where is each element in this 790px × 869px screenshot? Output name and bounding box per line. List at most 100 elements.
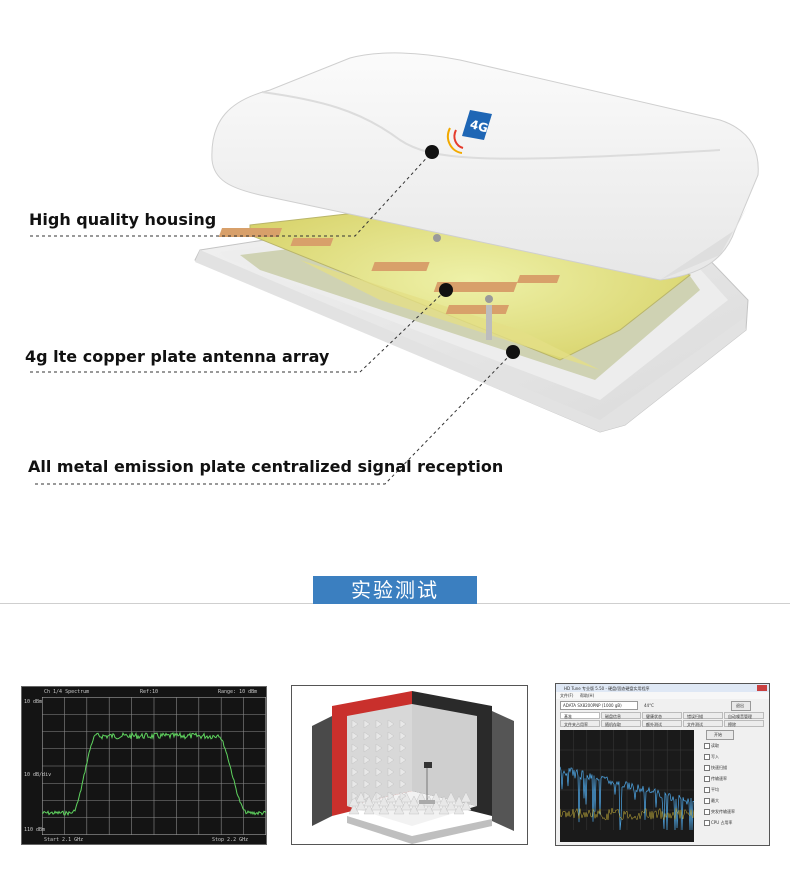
tab-label: 健康状态: [646, 714, 662, 719]
option-label: 突发传输速率: [711, 809, 735, 814]
top-cover: 4G: [211, 52, 759, 281]
menu-file[interactable]: 文件(F): [560, 693, 574, 698]
absorber-cone: [375, 755, 383, 765]
absorber-cone: [387, 743, 395, 753]
tab-label: 基准: [564, 714, 572, 719]
option-label: 读取: [711, 743, 719, 748]
checkbox-icon: [704, 743, 710, 749]
absorber-cone: [351, 791, 359, 801]
tab-label: 随机存取: [605, 722, 621, 727]
benchmark-chart: [559, 730, 695, 842]
tab-item[interactable]: 基准: [560, 712, 600, 719]
chamber-illustration: [312, 691, 514, 844]
copper-element: [445, 305, 509, 314]
tab-item[interactable]: 磁盘信息: [601, 712, 641, 719]
absorber-cone: [387, 791, 395, 801]
window-titlebar: HD Tune 专业版 5.50 - 硬盘/固态硬盘实用程序: [556, 684, 769, 692]
tab-label: 磁盘信息: [605, 714, 621, 719]
spectrum-header-right: Range: 10 dBm: [218, 689, 258, 695]
absorber-cone: [355, 791, 367, 803]
copper-element: [516, 275, 560, 283]
absorber-cone: [351, 755, 359, 765]
option-label: 最大: [711, 798, 719, 803]
absorber-cone: [351, 731, 359, 741]
absorber-cone: [375, 719, 383, 729]
absorber-cone: [363, 731, 371, 741]
option-item[interactable]: 读取: [704, 742, 762, 751]
tab-item[interactable]: 错误扫描: [683, 712, 723, 719]
exit-button[interactable]: 退出: [731, 701, 751, 711]
absorber-cone: [351, 767, 359, 777]
tab-item[interactable]: 文件测试: [683, 720, 723, 727]
absorber-cone: [375, 779, 383, 789]
spectrum-y-mid: 10 dB/div: [24, 772, 52, 778]
option-item[interactable]: 快速扫描: [704, 764, 762, 773]
option-item[interactable]: 写入: [704, 753, 762, 762]
option-label: 传输速率: [711, 776, 727, 781]
options-panel: 读取写入快速扫描传输速率平均最大突发传输速率 CPU 占用率: [704, 742, 764, 842]
option-item[interactable]: 平均: [704, 786, 762, 795]
tab-bar: 基准 磁盘信息 健康状态 错误扫描 自动噪音管理文件夹占用率随机存取 额外测试 文件测试 擦除: [560, 712, 766, 728]
absorber-cone: [363, 767, 371, 777]
option-item[interactable]: 最大: [704, 797, 762, 806]
checkbox-icon: [704, 765, 710, 771]
absorber-cone: [387, 779, 395, 789]
absorber-cone: [399, 779, 407, 789]
callout-emission: All metal emission plate centralized sig…: [28, 457, 504, 476]
checkbox-icon: [704, 787, 710, 793]
drive-select[interactable]: ADATA SX8200PNP (1000 gB): [560, 701, 638, 710]
absorber-cone: [375, 791, 383, 801]
spectrum-y-bottom: 110 dBm: [24, 827, 46, 833]
option-label: 平均: [711, 787, 719, 792]
checkbox-icon: [704, 754, 710, 760]
close-icon[interactable]: [757, 685, 767, 691]
copper-element: [218, 228, 283, 237]
absorber-cone: [460, 791, 472, 803]
absorber-cone: [399, 743, 407, 753]
tab-item[interactable]: 文件夹占用率: [560, 720, 600, 727]
copper-element: [371, 262, 430, 271]
absorber-cone: [375, 743, 383, 753]
anechoic-chamber-image: [291, 685, 528, 845]
option-item[interactable]: CPU 占用率: [704, 819, 762, 828]
menu-help[interactable]: 帮助(H): [580, 693, 595, 698]
section-title: 实验测试: [313, 576, 477, 604]
spectrum-trace: [42, 731, 266, 817]
option-label: 快速扫描: [711, 765, 727, 770]
option-label: 写入: [711, 754, 719, 759]
tab-label: 文件测试: [687, 722, 703, 727]
absorber-cone: [399, 755, 407, 765]
absorber-cone: [351, 743, 359, 753]
spectrum-footer-left: Start 2.1 GHz: [44, 837, 84, 843]
absorber-cone: [375, 731, 383, 741]
absorber-cone: [387, 719, 395, 729]
callout-housing: High quality housing: [29, 210, 217, 229]
option-label: CPU 占用率: [711, 820, 733, 825]
tab-item[interactable]: 健康状态: [642, 712, 682, 719]
window-title: HD Tune 专业版 5.50 - 硬盘/固态硬盘实用程序: [564, 686, 650, 691]
absorber-cone: [351, 719, 359, 729]
absorber-cone: [399, 731, 407, 741]
absorber-cone: [375, 767, 383, 777]
start-button[interactable]: 开始: [706, 730, 734, 740]
callout-antenna: 4g lte copper plate antenna array: [25, 347, 330, 366]
tab-item[interactable]: 随机存取: [601, 720, 641, 727]
option-item[interactable]: 传输速率: [704, 775, 762, 784]
absorber-cone: [399, 719, 407, 729]
absorber-cone: [445, 791, 457, 803]
option-item[interactable]: 突发传输速率: [704, 808, 762, 817]
4g-logo-text: 4G: [468, 117, 489, 135]
tab-item[interactable]: 自动噪音管理: [724, 712, 764, 719]
absorber-cone: [363, 755, 371, 765]
tab-item[interactable]: 额外测试: [642, 720, 682, 727]
tab-item[interactable]: 擦除: [724, 720, 764, 727]
callout-dots: [425, 145, 520, 359]
tab-label: 额外测试: [646, 722, 662, 727]
absorber-cone: [363, 743, 371, 753]
4g-logo: 4G: [446, 110, 492, 154]
absorber-cone: [387, 755, 395, 765]
tab-label: 自动噪音管理: [728, 714, 752, 719]
absorber-cone: [430, 791, 442, 803]
tab-label: 错误扫描: [687, 714, 703, 719]
absorber-cone: [363, 791, 371, 801]
